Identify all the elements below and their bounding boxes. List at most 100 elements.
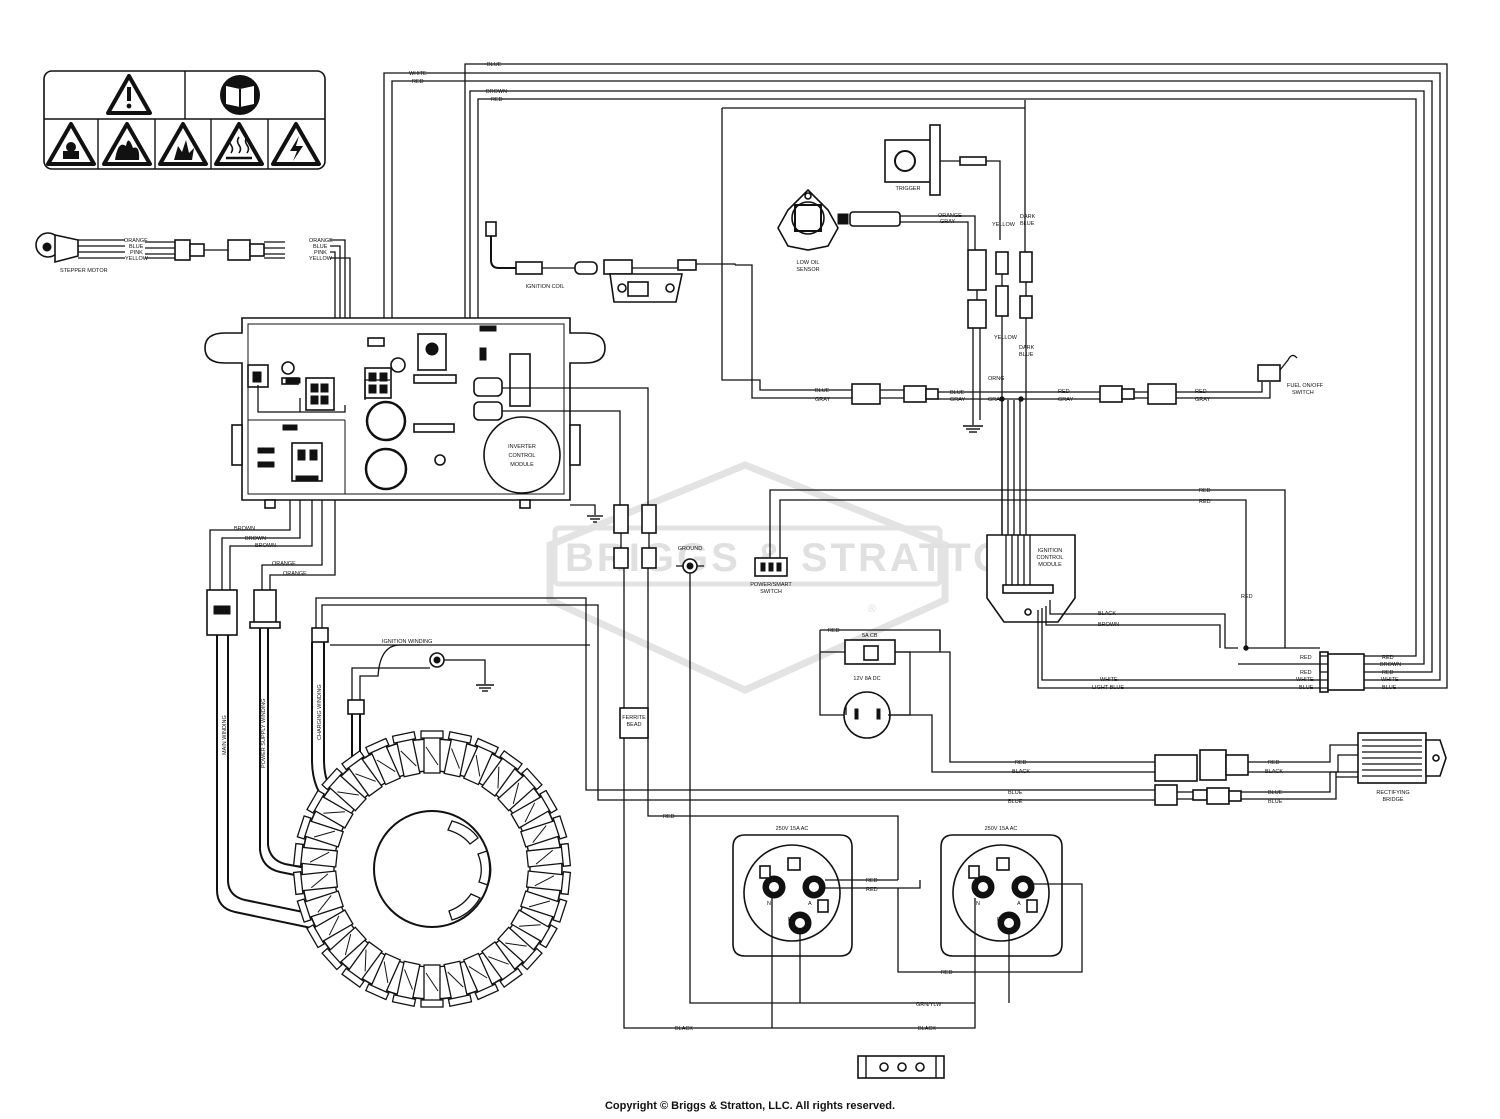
stator-tooth — [420, 964, 444, 1008]
rectifying-bridge — [1357, 732, 1447, 784]
ign-out-white: WHITE — [1100, 677, 1118, 683]
ac-outlet-left — [732, 834, 921, 1028]
conn-right-white: WHITE — [1381, 677, 1399, 683]
fuel-switch-label-2: SWITCH — [1292, 390, 1314, 396]
power-switch-label-1: POWER/SMART — [750, 582, 792, 588]
rectifier-wiring — [940, 651, 1358, 806]
stepper-motor — [35, 232, 351, 400]
stator-tooth — [321, 767, 367, 812]
conn-left-red-2: RED — [1300, 670, 1312, 676]
conn-left-white: WHITE — [1296, 677, 1314, 683]
circuit-breaker — [819, 629, 941, 716]
top-wire-label-red: RED — [412, 79, 424, 85]
top-wire-label-white: WHITE — [409, 71, 427, 77]
dc-outlet-label: 12V 8A DC — [853, 676, 880, 682]
stepper-left-orange: ORANGE — [124, 238, 148, 244]
electric-shock-icon — [271, 122, 321, 166]
dc-outlet — [843, 691, 1155, 773]
bridge-right-red: RED — [1268, 760, 1280, 766]
ground-terminal — [676, 558, 975, 1004]
sensor-wire-yellow-2: YELLOW — [994, 335, 1018, 341]
bottom-red-label: RED — [941, 970, 953, 976]
ign-out-black: BLACK — [1098, 611, 1116, 617]
fuel-label-red: RED — [1058, 389, 1070, 395]
breaker-red-label: RED — [828, 628, 840, 634]
hot-surface-icon — [214, 122, 264, 166]
conn-right-brown: BROWN — [1380, 662, 1401, 668]
stator-tooth — [292, 842, 339, 868]
harness-label-gray-2: GRAY — [950, 397, 966, 403]
stator-tooth — [443, 730, 473, 778]
watermark-logo: BRIGGS & STRATTON ® — [546, 461, 1039, 694]
outlet-left-pin-a: A — [808, 901, 812, 907]
trigger-wire-blue: BLUE — [1020, 221, 1035, 227]
stator-tooth — [306, 789, 354, 829]
explosion-hazard-icon — [158, 122, 208, 166]
conn-right-red-1: RED — [1382, 655, 1394, 661]
ac-outlet-right — [772, 834, 1083, 1029]
grn-ylw-label: GRN/YLW — [916, 1002, 942, 1008]
trigger-label: TRIGGER — [895, 186, 920, 192]
stator-tooth — [306, 909, 354, 949]
ferrite-bead-label-1: FERRITE — [622, 715, 646, 721]
stator-tooth — [321, 926, 367, 971]
stator-tooth — [391, 960, 421, 1008]
inverter-module-label-2: CONTROL — [509, 453, 536, 459]
operator-hazard-icon — [46, 122, 96, 166]
stator-tooth — [520, 890, 568, 923]
outlet-left-label: 250V 15A AC — [776, 826, 809, 832]
trigger — [884, 124, 1001, 240]
red-vertical-label: RED — [1241, 594, 1253, 600]
sensor-wire-orng: ORNG — [988, 376, 1005, 382]
stator-tooth — [364, 952, 402, 1001]
safety-label-panel — [43, 70, 326, 170]
oil-wire-gray: GRAY — [940, 219, 956, 225]
ignition-module-label-2: CONTROL — [1037, 555, 1064, 561]
stator-tooth — [525, 842, 572, 868]
middle-harness — [721, 107, 1271, 405]
conn-left-blue: BLUE — [1299, 685, 1314, 691]
fuel-switch-label-1: FUEL ON/OFF — [1287, 383, 1324, 389]
switch-wire-red-1: RED — [1199, 488, 1211, 494]
low-oil-sensor — [777, 188, 976, 251]
stator-tooth — [481, 749, 523, 797]
lead-brown-3: BROWN — [255, 543, 276, 549]
stepper-left-blue: BLUE — [129, 244, 144, 250]
top-wire-label-brown: BROWN — [486, 89, 507, 95]
bridge-left-blue-1: BLUE — [1008, 790, 1023, 796]
harness-label-gray: GRAY — [815, 397, 831, 403]
stepper-left-yellow: YELLOW — [125, 256, 149, 262]
ground-label: GROUND — [678, 546, 702, 552]
inverter-module-label-3: MODULE — [510, 462, 534, 468]
watermark-brand: BRIGGS & STRATTON — [565, 536, 1039, 580]
stator-tooth — [497, 767, 543, 812]
top-wire-label-blue: BLUE — [487, 62, 502, 68]
outlet-left-pin-e: E — [788, 917, 792, 923]
ignition-coil-label: IGNITION COIL — [526, 284, 565, 290]
stator-tooth — [391, 730, 421, 778]
manual-book-icon — [220, 75, 260, 115]
fuel-label-red-2: RED — [1195, 389, 1207, 395]
harness-label-blue-2: BLUE — [950, 390, 965, 396]
fuel-switch — [1257, 354, 1298, 382]
stator-tooth — [296, 815, 344, 848]
outlet-right-pin-e: E — [997, 917, 1001, 923]
ignition-module-label-3: MODULE — [1038, 562, 1062, 568]
conn-right-blue: BLUE — [1382, 685, 1397, 691]
outlet-right-pin-a: A — [1017, 901, 1021, 907]
outlet-feed-red: RED — [663, 814, 675, 820]
stator-teeth — [292, 730, 572, 1008]
sensor-ground-symbol — [963, 400, 983, 433]
outlet-left-red-2: RED — [866, 887, 878, 893]
bridge-left-red: RED — [1015, 760, 1027, 766]
bridge-right-blue-2: BLUE — [1268, 799, 1283, 805]
black-left-label: BLACK — [675, 1026, 693, 1032]
ignition-coil — [485, 221, 736, 303]
harness-plugs — [613, 504, 899, 1029]
power-switch-label-2: SWITCH — [760, 589, 782, 595]
outlet-right-label: 250V 15A AC — [985, 826, 1018, 832]
stator-tooth — [292, 870, 339, 896]
ferrite-bead — [619, 707, 649, 739]
fire-hazard-icon — [102, 122, 152, 166]
